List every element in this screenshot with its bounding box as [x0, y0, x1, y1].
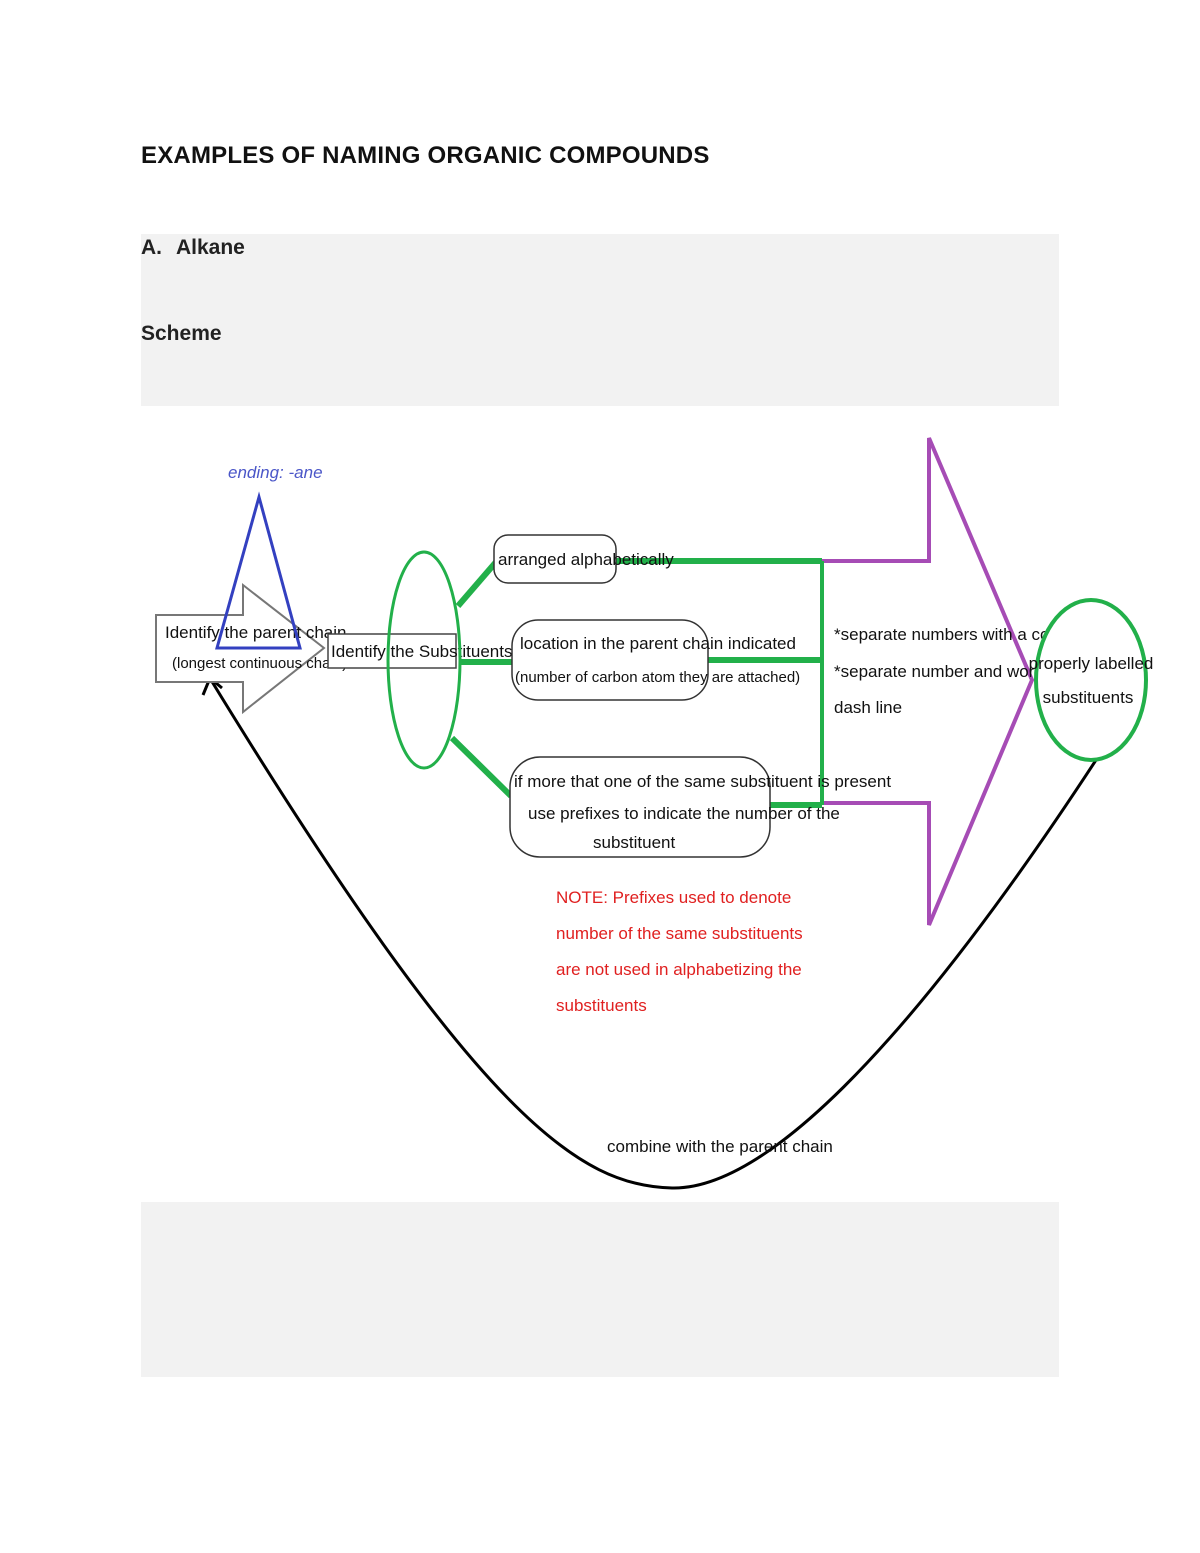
note-line3: are not used in alphabetizing the: [556, 960, 802, 979]
alphabetical-label: arranged alphabetically: [498, 550, 674, 569]
ending-label: ending: -ane: [228, 463, 323, 482]
location-line1: location in the parent chain indicated: [520, 634, 796, 653]
shaded-band-bottom: [141, 1202, 1059, 1377]
substituents-ellipse: [386, 550, 462, 770]
note-line1: NOTE: Prefixes used to denote: [556, 888, 791, 907]
note-line2: number of the same substituents: [556, 924, 803, 943]
substituents-label: Identify the Substituents: [331, 642, 512, 661]
connector-prefix: [449, 735, 514, 799]
rules-line3: dash line: [834, 698, 902, 717]
parent-chain-line2: (longest continuous chain): [172, 655, 347, 672]
note-line4: substituents: [556, 996, 647, 1015]
section-letter: A.: [141, 236, 162, 259]
alphabetical-box: [493, 534, 617, 584]
rules-line2: *separate number and word with a: [834, 662, 1093, 681]
ending-triangle: [215, 491, 302, 650]
section-name: Alkane: [176, 236, 245, 259]
naming-scheme-diagram: Identify the parent chain (longest conti…: [155, 437, 1154, 1190]
result-circle: [1034, 598, 1148, 762]
result-arrow: [820, 437, 1035, 926]
prefix-line2: use prefixes to indicate the number of t…: [528, 804, 840, 823]
page-title: EXAMPLES OF NAMING ORGANIC COMPOUNDS: [141, 142, 710, 169]
section-heading: A. Alkane: [141, 236, 245, 260]
return-arrow-curve: [209, 679, 1100, 1190]
location-box: [511, 619, 709, 701]
result-line1: properly labelled: [1029, 654, 1154, 673]
location-line2: (number of carbon atom they are attached…: [515, 669, 800, 686]
substituents-box: [327, 633, 457, 669]
combine-label: combine with the parent chain: [607, 1137, 833, 1156]
prefix-line3: substituent: [593, 833, 675, 852]
shaded-band-top: [141, 234, 1059, 406]
parent-chain-line1: Identify the parent chain: [165, 623, 346, 642]
connector-alpha: [455, 560, 499, 608]
prefix-box: [509, 756, 771, 858]
prefix-line1: if more that one of the same substituent…: [514, 772, 891, 791]
rules-line1: *separate numbers with a comma: [834, 625, 1088, 644]
result-line2: substituents: [1043, 688, 1134, 707]
scheme-subheading: Scheme: [141, 322, 222, 345]
